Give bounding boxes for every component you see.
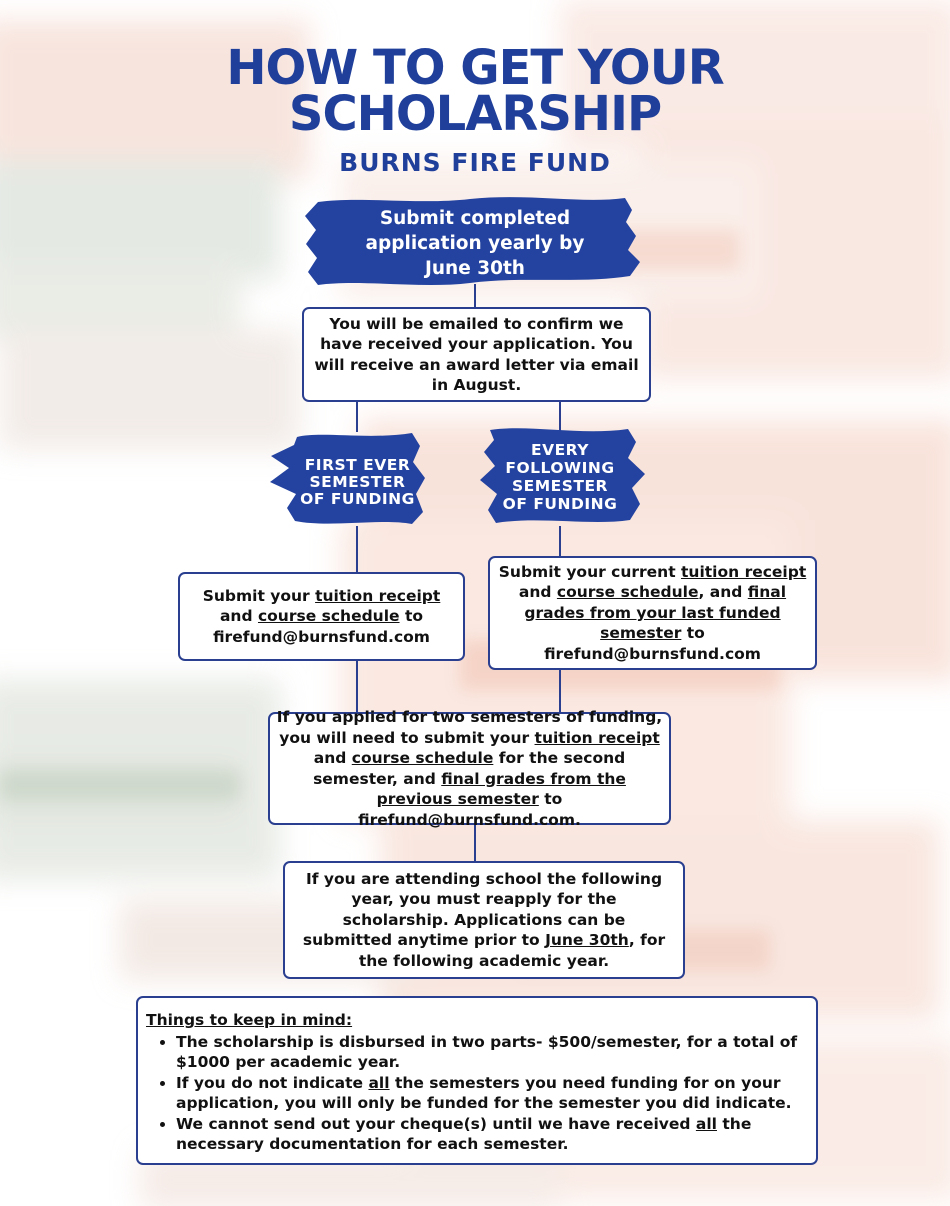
following-semester-box: Submit your current tuition receipt and … xyxy=(488,556,817,670)
submit-line3: June 30th xyxy=(425,257,525,279)
notes-heading: Things to keep in mind: xyxy=(146,1011,353,1029)
course-schedule-text: course schedule xyxy=(257,607,400,626)
first-semester-text: Submit your tuition receipt and course s… xyxy=(202,586,441,646)
submit-line1: Submit completed xyxy=(379,207,571,229)
following-label-line4: OF FUNDING xyxy=(502,495,618,513)
page-subtitle: BURNS FIRE FUND xyxy=(339,148,611,177)
submit-line2: application yearly by xyxy=(365,232,585,254)
brush-stroke-first xyxy=(270,433,425,524)
two-semesters-box: If you applied for two semesters of fund… xyxy=(268,708,671,829)
page-title-line2: SCHOLARSHIP xyxy=(288,86,662,142)
brush-stroke-following xyxy=(480,428,645,523)
following-semester-label: EVERY FOLLOWING SEMESTER OF FUNDING xyxy=(490,432,630,522)
confirmation-text: You will be emailed to confirm we have r… xyxy=(314,314,639,395)
submit-step: Submit completed application yearly by J… xyxy=(318,203,632,283)
first-label-line2: SEMESTER xyxy=(309,472,406,491)
following-label-line3: SEMESTER xyxy=(511,477,608,495)
first-semester-box: Submit your tuition receipt and course s… xyxy=(178,572,465,661)
following-label-line2: FOLLOWING xyxy=(505,459,615,477)
brush-stroke-submit xyxy=(305,197,640,285)
list-item: If you do not indicate all the semesters… xyxy=(176,1073,806,1114)
connector-lines xyxy=(356,284,561,862)
first-semester-label: FIRST EVER SEMESTER OF FUNDING xyxy=(290,440,425,524)
following-label-line1: EVERY xyxy=(531,441,589,459)
confirmation-box: You will be emailed to confirm we have r… xyxy=(302,307,651,402)
reapply-box: If you are attending school the followin… xyxy=(283,861,685,979)
list-item: The scholarship is disbursed in two part… xyxy=(176,1032,806,1073)
notes-list: The scholarship is disbursed in two part… xyxy=(146,1032,806,1155)
reapply-text: If you are attending school the followin… xyxy=(302,869,666,970)
following-semester-text: Submit your current tuition receipt and … xyxy=(498,562,807,663)
tuition-receipt-text: tuition receipt xyxy=(315,586,441,605)
page-title-line1: HOW TO GET YOUR xyxy=(226,40,724,96)
list-item: We cannot send out your cheque(s) until … xyxy=(176,1114,806,1155)
things-to-keep-in-mind: Things to keep in mind: The scholarship … xyxy=(136,996,818,1165)
first-label-line3: OF FUNDING xyxy=(300,489,415,508)
two-semesters-text: If you applied for two semesters of fund… xyxy=(276,708,663,829)
first-label-line1: FIRST EVER xyxy=(304,455,411,474)
